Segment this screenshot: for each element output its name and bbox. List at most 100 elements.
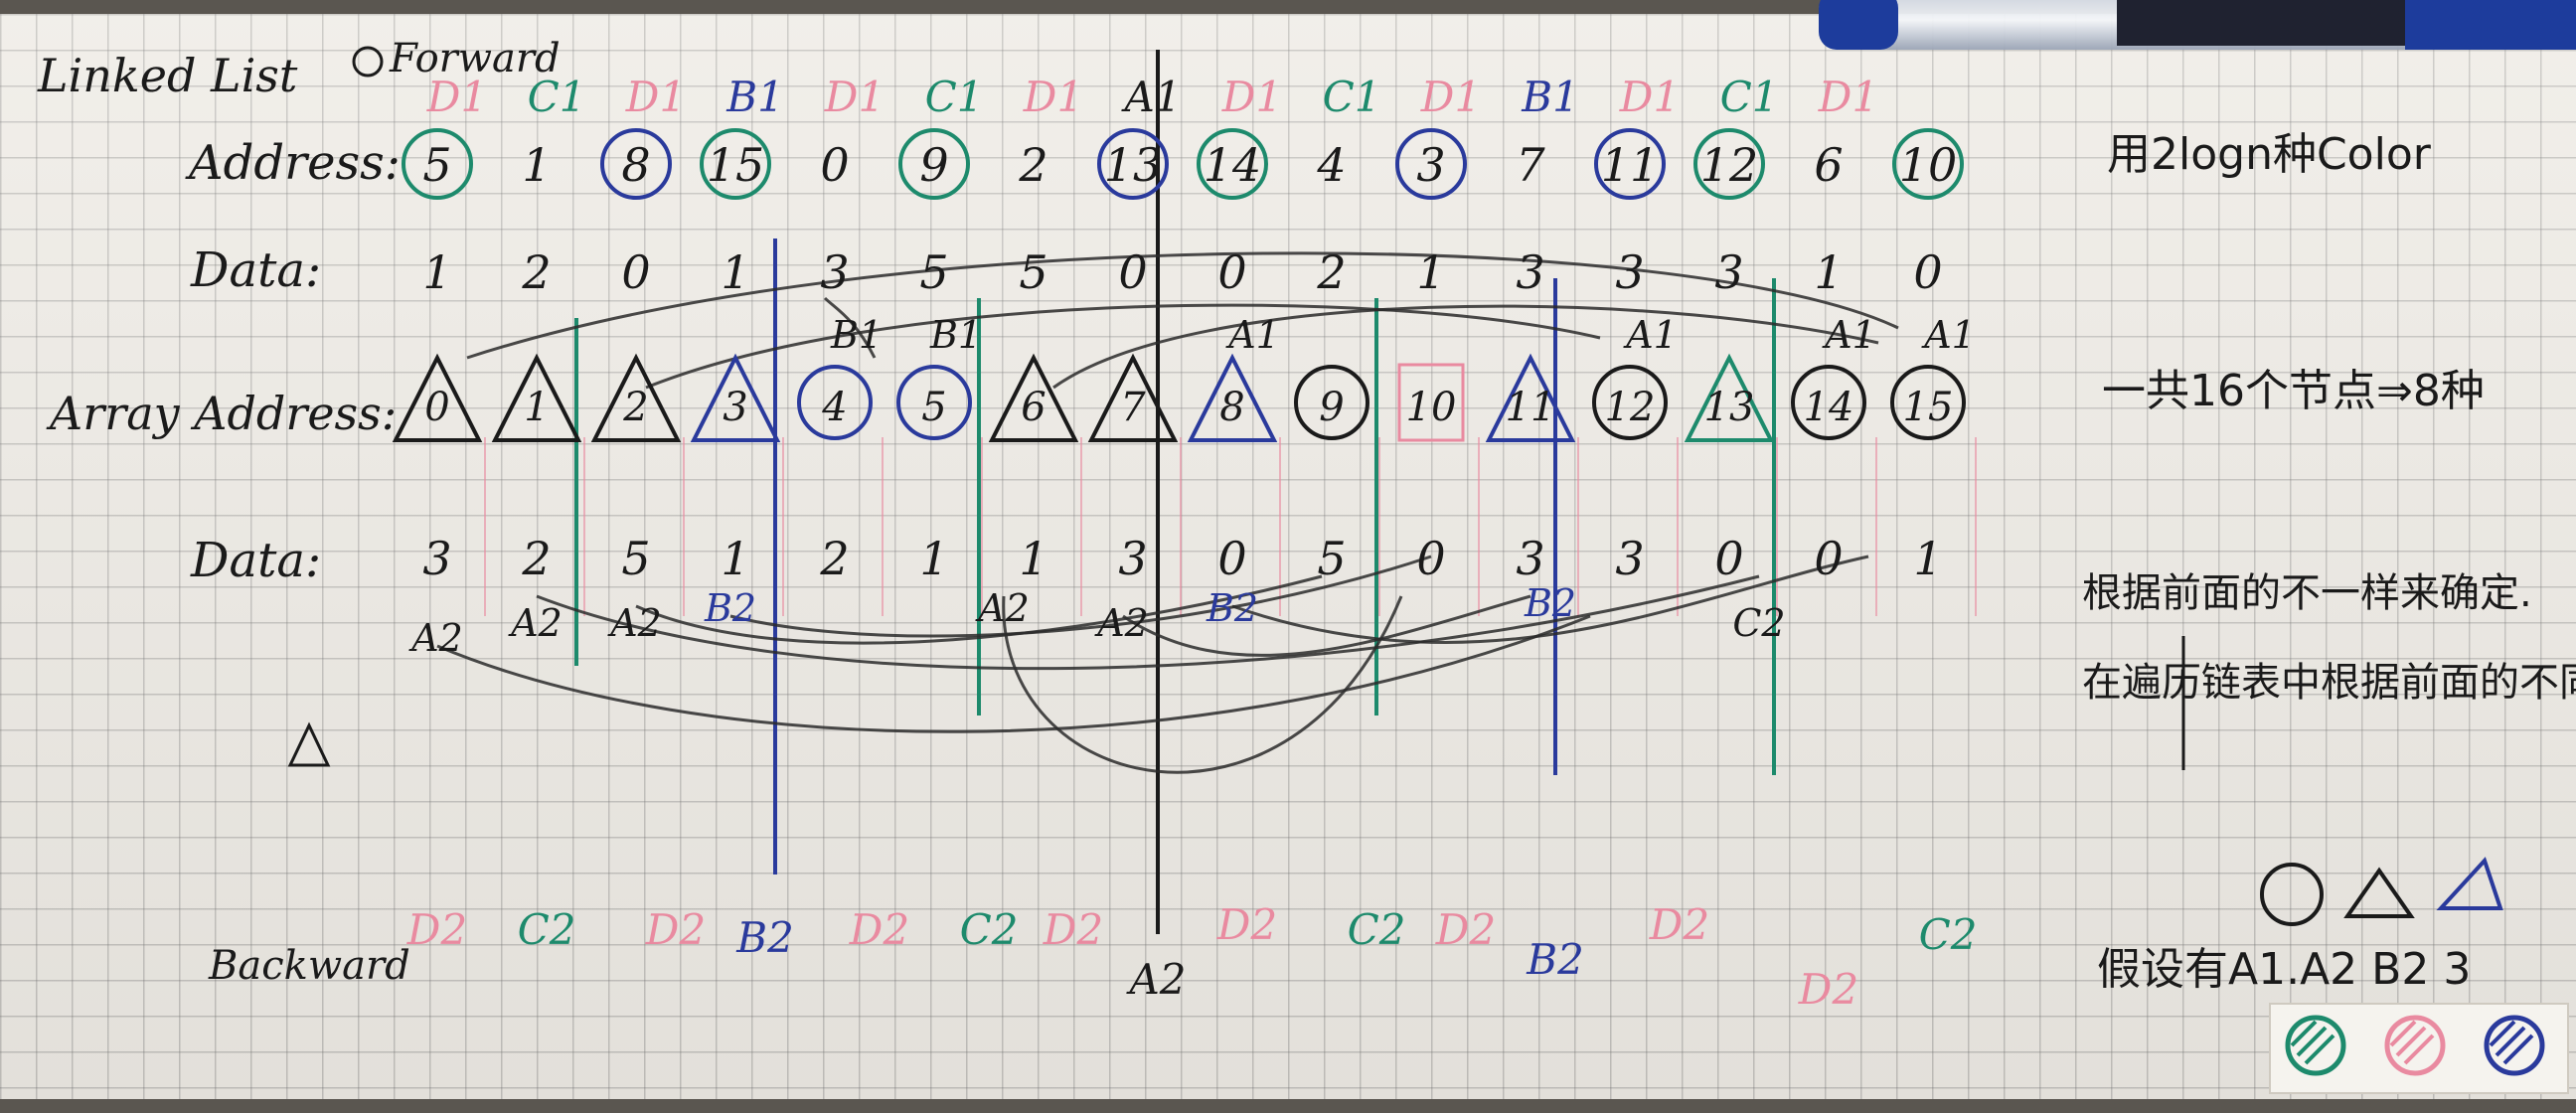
array-address-value: 11	[1506, 385, 1556, 430]
legend-triangle-blue-icon	[2436, 857, 2503, 910]
array-address-value: 6	[1021, 385, 1046, 430]
array-square-icon	[1397, 363, 1465, 442]
array-address-value: 15	[1903, 385, 1954, 430]
array-triangle-icon	[1684, 353, 1775, 442]
backward-color-label: D2	[849, 905, 909, 954]
pointer-arrow-line	[436, 614, 1591, 733]
array-triangle-icon	[1187, 353, 1278, 442]
linked-data-value: 3	[1516, 245, 1544, 299]
forward-color-label: C1	[925, 73, 984, 121]
address-circle-icon	[1197, 128, 1268, 200]
array-address-value: 7	[1120, 385, 1146, 430]
array-address-value: 14	[1804, 385, 1854, 430]
address-circle-icon	[1892, 128, 1964, 200]
paper-shade	[0, 14, 2576, 1099]
backward-color-label: C2	[518, 905, 576, 954]
linked-address-value: 6	[1814, 138, 1843, 192]
address-circle-icon	[402, 128, 473, 200]
linked-address-value: 13	[1104, 138, 1163, 192]
array-data-value: 0	[1217, 532, 1246, 585]
forward-color-label: D1	[1619, 73, 1680, 121]
array-data-value: 0	[1814, 532, 1843, 585]
backward-pointer-label: A2	[508, 601, 563, 645]
backward-color-label: D2	[406, 905, 467, 954]
forward-color-label: B1	[725, 73, 784, 121]
backward-label: Backward	[208, 943, 410, 989]
array-circle-icon	[1294, 365, 1369, 440]
linked-address-value: 7	[1516, 138, 1545, 192]
linked-address-value: 8	[621, 138, 650, 192]
array-address-value: 1	[524, 385, 549, 430]
array-data-value: 3	[1118, 532, 1147, 585]
array-address-value: 13	[1704, 385, 1755, 430]
blue-swatch-icon	[2484, 1015, 2545, 1076]
linked-data-value: 1	[721, 245, 749, 299]
backward-pointer-label: A2	[408, 616, 463, 660]
array-address-value: 2	[622, 385, 648, 430]
pointer-arrow-line	[823, 296, 877, 359]
forward-color-label: A1	[1120, 73, 1181, 121]
array-data-value: 2	[521, 532, 551, 585]
backward-color-label: B2	[735, 913, 794, 962]
linked-address-value: 9	[919, 138, 948, 192]
linked-address-value: 3	[1416, 138, 1445, 192]
pointer-arrow-line	[1052, 304, 1879, 390]
backward-pointer-label: B2	[1206, 586, 1258, 630]
note-colors: 用2logn种Color	[2107, 129, 2432, 180]
address-row-label: Address:	[185, 135, 401, 191]
pointer-arrow-line	[635, 574, 1323, 645]
linked-data-value: 0	[1217, 245, 1246, 299]
forward-color-label: B1	[1521, 73, 1579, 121]
array-data-value: 1	[1913, 532, 1942, 585]
array-pointer-label: A1	[1623, 313, 1678, 357]
linked-data-value: 0	[621, 245, 650, 299]
data-row-label: Data:	[190, 242, 321, 298]
note-rule-2: 在遍历链表中根据前面的不同来判	[2082, 660, 2576, 706]
backward-color-label: D2	[1043, 905, 1103, 954]
linked-address-value: 1	[522, 138, 551, 192]
array-data-value: 1	[721, 532, 749, 585]
backward-color-label: C2	[960, 905, 1019, 954]
linked-data-value: 1	[1814, 245, 1843, 299]
backward-pointer-label: B2	[704, 586, 756, 630]
legend-triangle-icon	[287, 721, 331, 767]
array-triangle-icon	[491, 353, 582, 442]
pointer-arrow-line	[1231, 555, 1869, 644]
pointer-arrow-line	[536, 574, 1760, 671]
array-data-value: 3	[422, 532, 451, 585]
linked-data-value: 5	[1019, 245, 1047, 299]
array-address-value: 5	[921, 385, 946, 430]
linked-data-value: 2	[1316, 245, 1346, 299]
linked-data-value: 0	[1913, 245, 1942, 299]
forward-color-label: C1	[1323, 73, 1381, 121]
forward-color-label: D1	[426, 73, 487, 121]
note-assumption: 假设有A1.A2 B2 3	[2097, 944, 2471, 995]
forward-color-label: C1	[1720, 73, 1779, 121]
pink-swatch-icon	[2384, 1015, 2446, 1076]
array-data-value: 5	[1317, 532, 1346, 585]
linked-data-value: 5	[919, 245, 948, 299]
array-data-value: 2	[819, 532, 849, 585]
note-node-count: 一共16个节点⇒8种	[2102, 366, 2485, 416]
forward-color-label: C1	[528, 73, 586, 121]
backward-color-label: A2	[1125, 955, 1186, 1004]
array-data-value: 5	[621, 532, 650, 585]
array-data-value: 1	[1019, 532, 1047, 585]
array-pointer-label: A1	[1822, 313, 1876, 357]
backward-color-label: D2	[1216, 900, 1277, 949]
backward-color-label: D2	[645, 905, 706, 954]
forward-label: Forward	[389, 36, 561, 81]
linked-address-value: 0	[820, 138, 849, 192]
forward-color-label: D1	[625, 73, 686, 121]
array-data-value: 0	[1714, 532, 1743, 585]
array-pointer-label: B1	[929, 313, 982, 357]
linked-data-value: 3	[1615, 245, 1644, 299]
array-data-value: 3	[1516, 532, 1544, 585]
forward-color-label: D1	[1818, 73, 1878, 121]
array-circle-icon	[797, 365, 873, 440]
array-triangle-icon	[690, 353, 781, 442]
pen	[1819, 0, 2576, 50]
linked-data-value: 1	[1416, 245, 1445, 299]
linked-data-value: 3	[820, 245, 849, 299]
